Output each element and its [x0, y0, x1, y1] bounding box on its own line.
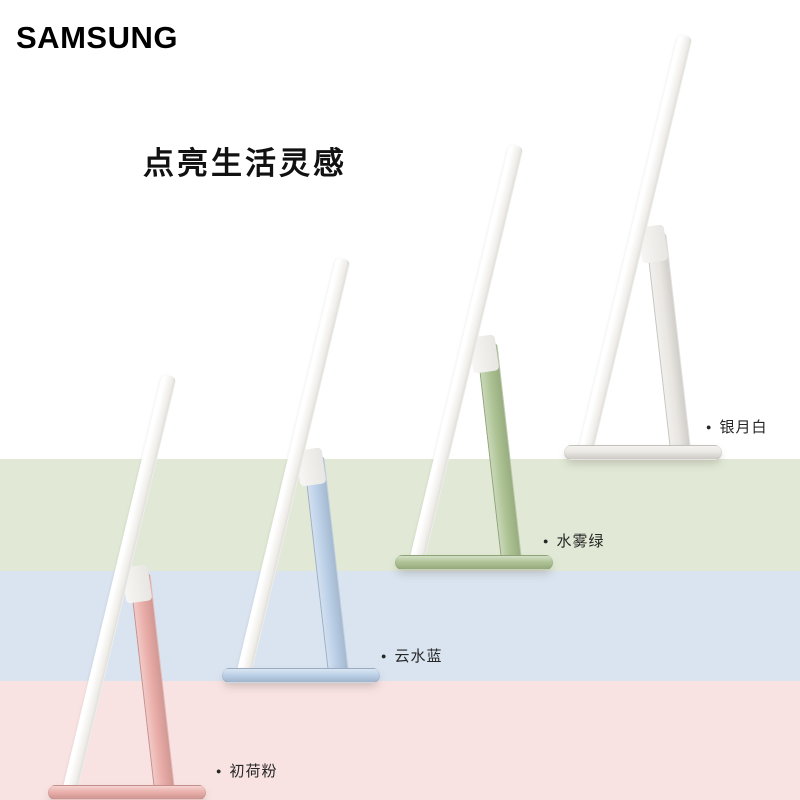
- color-label-water-mist-green: ● 水雾绿: [543, 530, 604, 551]
- monitor-stand-base: [48, 785, 206, 800]
- color-label-text: 云水蓝: [394, 648, 443, 665]
- bullet-icon: ●: [216, 766, 223, 776]
- monitor-stand-leg: [476, 342, 522, 562]
- bullet-icon: ●: [381, 651, 388, 661]
- monitor-cloud-water-blue: [210, 238, 410, 683]
- color-label-silver-moon-white: ● 银月白: [706, 416, 767, 437]
- color-label-early-lotus-pink: ● 初荷粉: [216, 760, 277, 781]
- monitor-silver-moon-white: [552, 15, 752, 460]
- campaign-headline: 点亮生活灵感: [143, 146, 347, 181]
- monitor-stand-leg: [645, 232, 691, 452]
- monitor-water-mist-green: [383, 125, 583, 570]
- monitor-early-lotus-pink: [36, 355, 236, 800]
- color-label-text: 初荷粉: [229, 763, 278, 780]
- background-band-pink: [0, 681, 800, 800]
- samsung-logo: SAMSUNG: [16, 20, 178, 55]
- color-label-text: 银月白: [719, 419, 768, 436]
- monitor-stand-base: [395, 555, 553, 570]
- color-label-cloud-water-blue: ● 云水蓝: [381, 645, 442, 666]
- bullet-icon: ●: [543, 536, 550, 546]
- monitor-stand-base: [564, 445, 722, 460]
- monitor-stand-leg: [129, 572, 175, 792]
- monitor-stand-leg: [303, 455, 349, 675]
- bullet-icon: ●: [706, 422, 713, 432]
- color-label-text: 水雾绿: [556, 533, 605, 550]
- monitor-stand-base: [222, 668, 380, 683]
